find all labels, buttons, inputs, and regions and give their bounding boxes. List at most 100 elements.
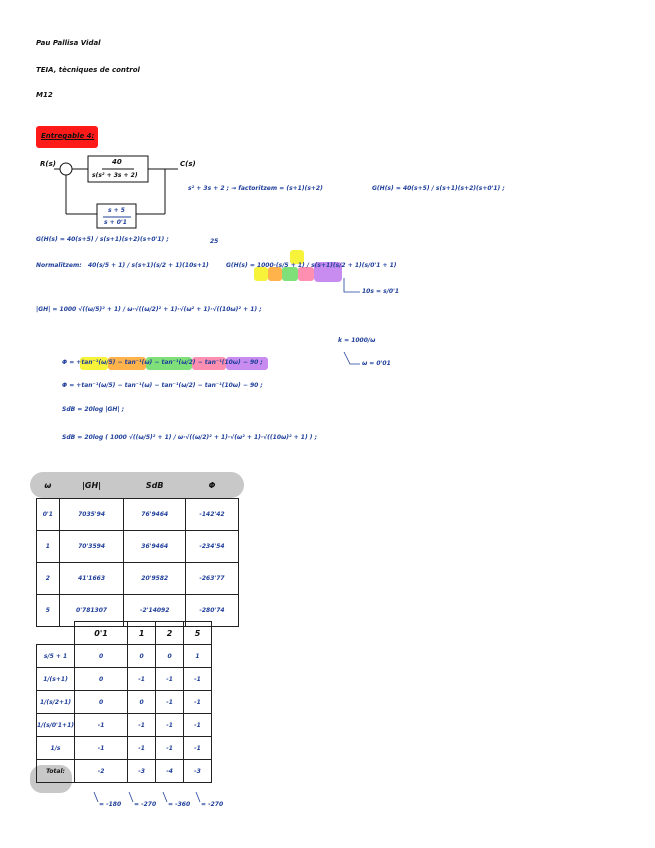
- table-row: 1 70'3594 36'9464 -234'54: [36, 530, 240, 563]
- table-cell: 70'3594: [58, 530, 125, 563]
- table-cell: -1: [127, 736, 157, 760]
- db-expr-2: SdB = 20log ( 1000 √((ω/5)² + 1) / ω·√((…: [62, 434, 318, 441]
- table-cell: -3: [183, 759, 212, 783]
- phase-arrow-3: [162, 791, 168, 803]
- table-cell: 0: [74, 667, 129, 691]
- table-cell: -1: [183, 736, 212, 760]
- phase-arrow-4: [195, 791, 201, 803]
- magnitude-expr: |GH| = 1000 √((ω/5)² + 1) / ω·√((ω/2)² +…: [36, 306, 262, 313]
- row-label: 1/(s/2+1): [35, 690, 76, 714]
- omega-arrow: [343, 351, 360, 365]
- table2-header: 1: [127, 621, 157, 645]
- forward-num: 40: [112, 158, 122, 166]
- table-cell: 0: [74, 644, 129, 668]
- highlight-orange: [268, 267, 282, 281]
- table-cell: -1: [127, 713, 157, 737]
- table2-corner: [37, 622, 75, 645]
- table2-header: 5: [183, 621, 212, 645]
- table-cell: -1: [74, 713, 129, 737]
- diagram-output: C(s): [180, 160, 196, 168]
- table-cell: -3: [127, 759, 157, 783]
- table-cell: 0: [127, 690, 157, 714]
- highlight-green: [282, 267, 298, 281]
- table-row: 2 41'1663 20'9582 -263'77: [36, 562, 240, 595]
- row-label: 1/(s/0'1+1): [35, 713, 76, 737]
- tau-note: 10s = s/0'1: [362, 288, 400, 295]
- table2-header-row: 0'1 1 2 5: [37, 621, 212, 645]
- table1-header-highlight: [30, 472, 244, 498]
- diagram-input: R(s): [40, 160, 56, 168]
- phase-hl-orange: [108, 357, 146, 370]
- table-row: 1/(s+1) 0 -1 -1 -1: [35, 667, 212, 691]
- gain-mark: 25: [210, 238, 219, 245]
- gh-right: G(H(s) = 40(s+5) / s(s+1)(s+2)(s+0'1) ;: [372, 185, 505, 192]
- phase-note: = -270: [201, 801, 224, 808]
- table-cell: 76'9464: [123, 498, 186, 531]
- table-cell: -1: [183, 713, 212, 737]
- phase-arrow-2: [128, 791, 134, 803]
- k-label: k = 1000/ω: [338, 337, 376, 344]
- table-cell: 0: [155, 644, 185, 668]
- table-cell: 1: [36, 530, 60, 563]
- table-cell: 41'1663: [58, 562, 125, 595]
- summing-junction: [59, 162, 73, 176]
- row-label: 1/(s+1): [35, 667, 76, 691]
- section-tag-label: Entregable 4:: [41, 132, 95, 140]
- table-cell: -263'77: [184, 562, 240, 595]
- course-code: M12: [36, 91, 53, 99]
- table1-header-omega: ω: [44, 480, 52, 490]
- highlight-purple: [314, 262, 342, 282]
- table-cell: -1: [127, 667, 157, 691]
- phase-hl-pink: [192, 357, 226, 370]
- table-cell: -1: [155, 667, 185, 691]
- phase-note: = -180: [99, 801, 122, 808]
- table1-header-sdb: SdB: [145, 480, 164, 490]
- table-cell: -1: [155, 713, 185, 737]
- course-name: TEIA, tècniques de control: [36, 66, 140, 74]
- feedback-block: [96, 203, 137, 229]
- table-cell: 5: [36, 594, 60, 627]
- table1-header-phase: Φ: [208, 480, 216, 490]
- table-cell: -234'54: [184, 530, 240, 563]
- table-cell: 20'9582: [123, 562, 186, 595]
- table-row: 5 0'781307 -2'14092 -280'74: [36, 594, 240, 627]
- table-row: 1/(s/0'1+1) -1 -1 -1 -1: [35, 713, 212, 737]
- tau-arrow: [343, 278, 360, 293]
- table-cell: -1: [183, 667, 212, 691]
- table-cell: 0: [127, 644, 157, 668]
- table-cell: -142'42: [184, 498, 240, 531]
- omega-note: ω = 0'01: [362, 360, 391, 367]
- phase-hl-yellow: [80, 357, 108, 370]
- table2-header: 0'1: [74, 621, 129, 645]
- table-row: 1/(s/2+1) 0 0 -1 -1: [35, 690, 212, 714]
- table-row: 0'1 7035'94 76'9464 -142'42: [36, 498, 240, 531]
- table-cell: -4: [155, 759, 185, 783]
- db-expr-1: SdB = 20log |GH| ;: [62, 406, 125, 413]
- table-cell: 0: [74, 690, 129, 714]
- frequency-table: ω |GH| SdB Φ 0'1 7035'94 76'9464 -142'42…: [36, 472, 240, 627]
- phase-note: = -270: [134, 801, 157, 808]
- table-cell: 36'9464: [123, 530, 186, 563]
- highlight-yellow-top: [290, 250, 304, 264]
- phase-expr-1: Φ = +tan⁻¹(ω/5) − tan⁻¹(ω) − tan⁻¹(ω/2) …: [62, 359, 263, 366]
- phase-hl-purple: [226, 357, 268, 370]
- table-row-total: Total: -2 -3 -4 -3: [35, 759, 212, 783]
- feedback-den: s + 0'1: [104, 219, 127, 226]
- table-row: s/5 + 1 0 0 0 1: [35, 644, 212, 668]
- author-name: Pau Pallisa Vidal: [36, 39, 101, 47]
- phase-note: = -360: [168, 801, 191, 808]
- row-label: 1/s: [35, 736, 76, 760]
- factor-note: s² + 3s + 2 ; → factoritzem = (s+1)(s+2): [188, 185, 323, 192]
- feedback-num: s + 5: [108, 207, 125, 214]
- table-cell: 2: [36, 562, 60, 595]
- table2-header: 2: [155, 621, 185, 645]
- table-cell: -2: [74, 759, 129, 783]
- table-cell: 7035'94: [58, 498, 125, 531]
- table1-header-row: ω |GH| SdB Φ: [37, 472, 239, 499]
- normalise-expr: 40(s/5 + 1) / s(s+1)(s/2 + 1)(10s+1): [88, 262, 209, 269]
- table-cell: 0'1: [36, 498, 60, 531]
- table-cell: -1: [74, 736, 129, 760]
- total-label: Total:: [35, 759, 76, 783]
- highlight-yellow: [254, 267, 268, 281]
